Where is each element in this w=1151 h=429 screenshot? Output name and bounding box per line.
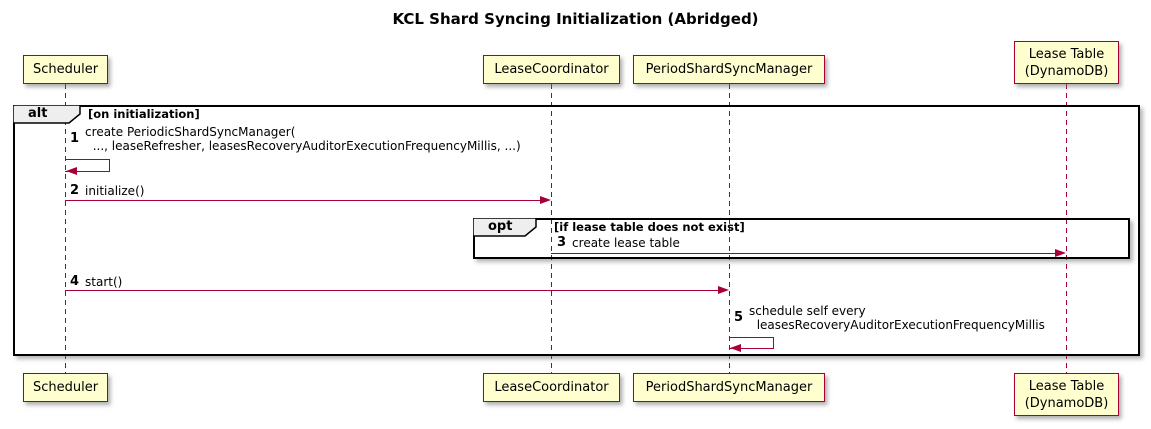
participant-lease-table-top: Lease Table (DynamoDB) [1014,41,1119,84]
participant-period-shard-sync-manager-top: PeriodShardSyncManager [633,55,825,84]
participant-period-shard-sync-manager-bottom: PeriodShardSyncManager [633,373,825,402]
lifeline-scheduler [65,84,66,373]
message-3-text: create lease table [572,236,680,250]
message-1: 1 create PeriodicShardSyncManager( ..., … [70,125,521,153]
message-3: 3 create lease table [557,235,680,251]
opt-frame [473,218,1130,259]
lifeline-lease-coordinator [551,84,552,373]
message-2-number: 2 [70,183,80,198]
message-1-text: create PeriodicShardSyncManager( ..., le… [85,125,521,153]
message-2-text: initialize() [85,184,145,198]
alt-frame-tab [13,105,81,124]
message-4-arrowhead-icon [718,286,729,294]
message-2-arrow [65,200,546,201]
participant-lease-coordinator-top: LeaseCoordinator [483,55,620,84]
participant-scheduler-top: Scheduler [23,55,108,84]
message-4-text: start() [85,275,123,289]
participant-lease-table-bottom: Lease Table (DynamoDB) [1014,373,1119,416]
message-5: 5 schedule self every leasesRecoveryAudi… [734,304,1045,332]
message-5-number: 5 [734,310,744,325]
message-1-number: 1 [70,131,80,146]
message-5-self-arrow [729,337,774,349]
message-3-arrow [551,253,1057,254]
participant-lease-coordinator-bottom: LeaseCoordinator [483,373,620,402]
participant-scheduler-bottom: Scheduler [23,373,108,402]
diagram-title: KCL Shard Syncing Initialization (Abridg… [392,10,759,28]
lifeline-period-shard-sync-manager [729,84,730,373]
message-2: 2 initialize() [70,183,145,199]
lifeline-lease-table [1066,84,1067,373]
message-4-arrow [65,290,719,291]
message-5-arrowhead-icon [730,344,741,352]
message-4-number: 4 [70,274,80,289]
opt-operator-label: opt [488,219,513,234]
opt-guard-condition: [if lease table does not exist] [554,220,745,234]
alt-frame [13,105,1140,356]
message-5-text: schedule self every leasesRecoveryAudito… [749,304,1045,332]
message-1-self-arrow [65,159,110,172]
alt-operator-label: alt [28,106,48,121]
message-3-arrowhead-icon [1055,249,1066,257]
message-1-arrowhead-icon [66,167,77,175]
opt-frame-tab [473,218,537,237]
message-4: 4 start() [70,274,123,290]
message-2-arrowhead-icon [540,196,551,204]
message-3-number: 3 [557,235,567,250]
alt-guard-condition: [on initialization] [88,107,200,121]
